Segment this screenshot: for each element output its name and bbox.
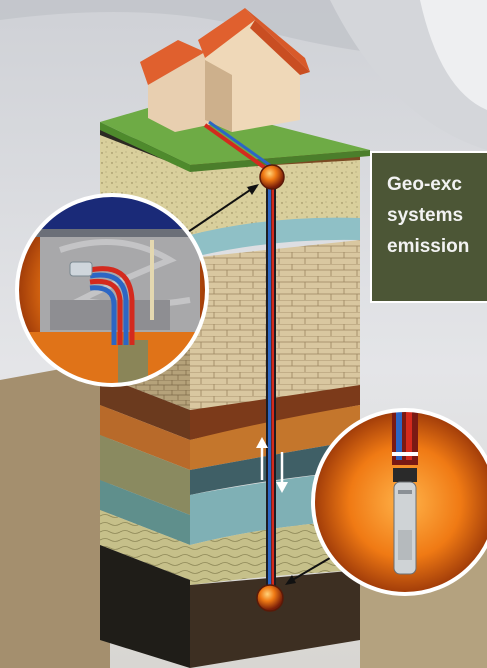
house-icon xyxy=(140,8,310,132)
info-callout: Geo-exc systems emission xyxy=(370,151,487,303)
callout-line-2: systems xyxy=(387,205,464,226)
callout-line-1: Geo-exc xyxy=(387,174,462,195)
borehole-probe-detail-icon xyxy=(311,408,487,596)
borehole-pipe xyxy=(266,180,276,598)
flow-down-arrow-icon xyxy=(276,452,288,493)
flow-up-arrow-icon xyxy=(256,437,268,480)
bottom-node xyxy=(256,584,284,612)
wellhead-node xyxy=(259,164,285,190)
callout-line-3: emission xyxy=(387,236,470,257)
